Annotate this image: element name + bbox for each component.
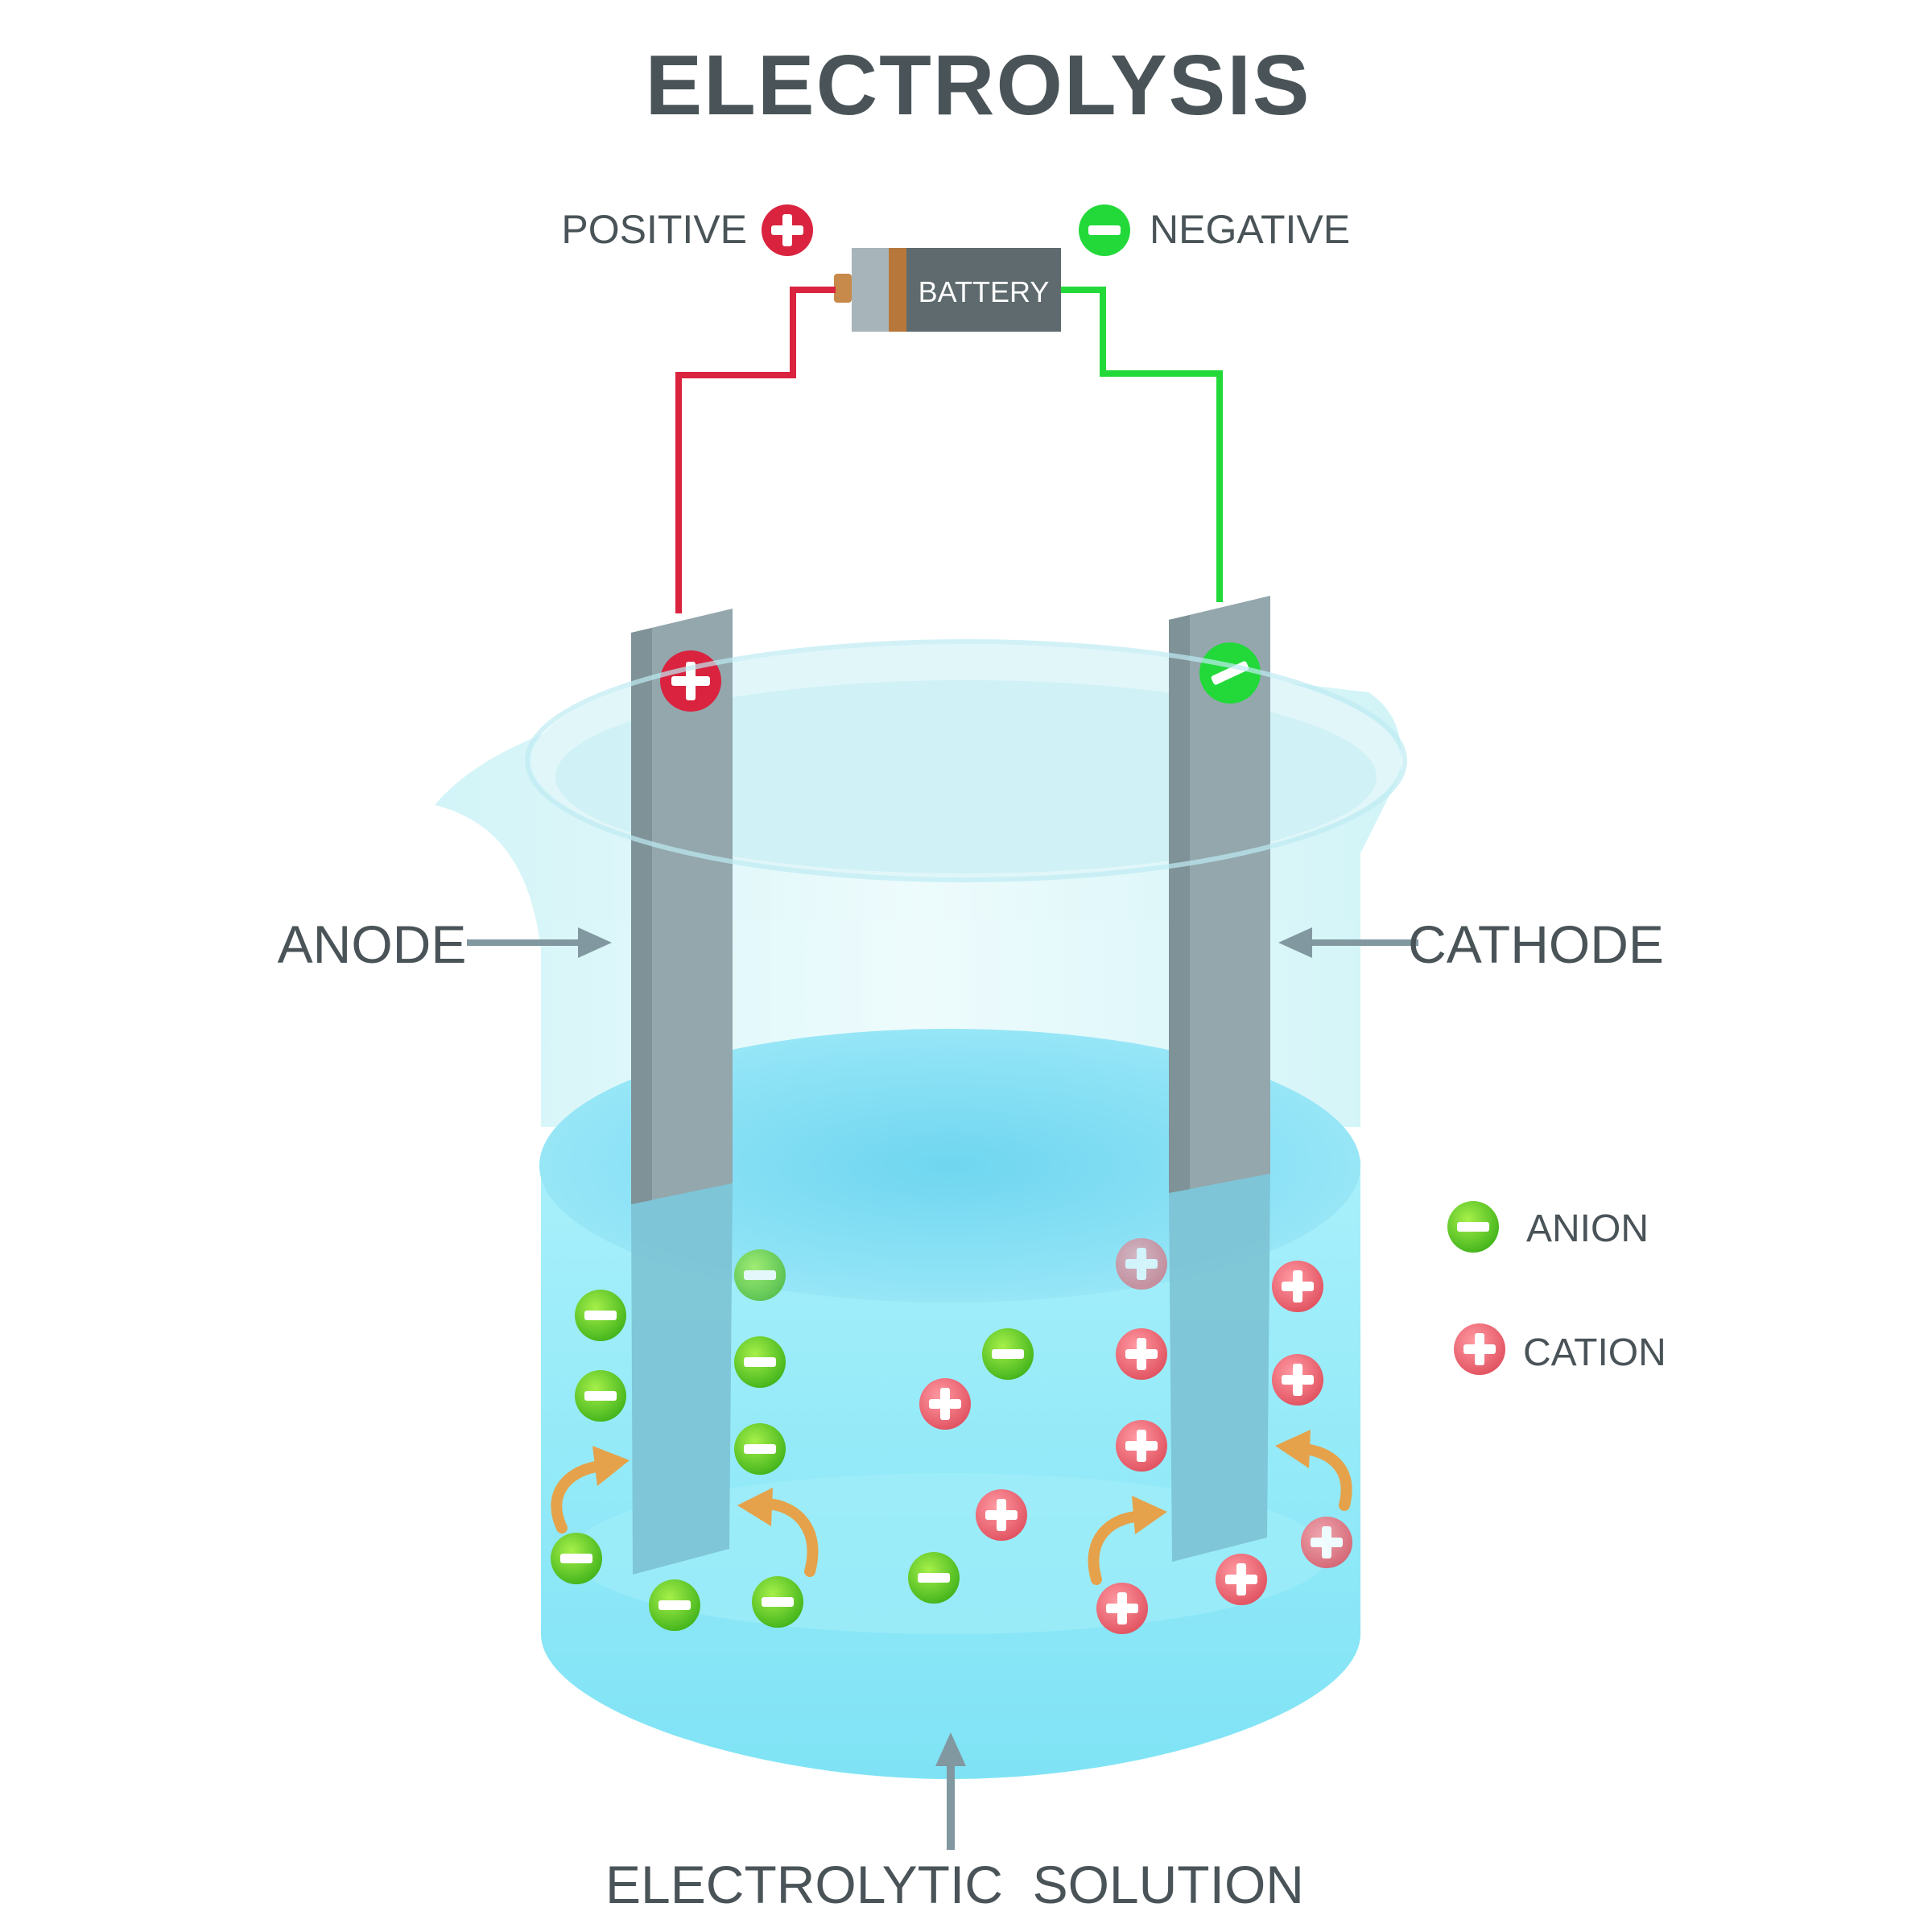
cation-icon	[1272, 1261, 1323, 1312]
anode-electrode	[631, 609, 733, 1575]
cathode-label: CATHODE	[1408, 914, 1664, 974]
arrow-left-icon	[1278, 927, 1418, 958]
anode-label: ANODE	[278, 914, 467, 974]
arrow-right-icon	[467, 927, 612, 958]
cation-icon	[976, 1489, 1027, 1541]
cation-icon	[1116, 1328, 1167, 1380]
anion-icon	[734, 1423, 786, 1475]
anode-plus-icon	[660, 650, 721, 712]
positive-terminal-icon	[762, 204, 813, 256]
anion-icon	[649, 1579, 700, 1631]
anion-icon	[982, 1328, 1034, 1380]
curved-arrow-icon	[1300, 1443, 1352, 1511]
curved-arrow-icon	[761, 1498, 819, 1577]
anion-icon	[734, 1336, 786, 1388]
cation-icon	[1272, 1354, 1323, 1406]
negative-label: NEGATIVE	[1150, 207, 1350, 252]
curved-arrow-head	[1132, 1496, 1167, 1534]
legend-cation-icon	[1454, 1323, 1505, 1375]
cation-icon	[1096, 1583, 1148, 1634]
curved-arrow-head	[1275, 1430, 1311, 1468]
anion-icon	[575, 1370, 626, 1422]
legend-anion-icon	[1447, 1201, 1499, 1253]
arrow-up-icon	[935, 1732, 966, 1850]
battery-label: BATTERY	[919, 275, 1050, 308]
positive-label: POSITIVE	[561, 207, 747, 252]
cathode-minus-icon	[1199, 642, 1261, 704]
anion-icon	[551, 1533, 602, 1584]
curved-arrow-icon	[551, 1461, 601, 1534]
diagram-title: ELECTROLYSIS	[645, 38, 1311, 133]
cation-icon	[1301, 1517, 1352, 1568]
anion-icon	[752, 1576, 803, 1628]
negative-terminal-icon	[1079, 204, 1130, 256]
anion-icon	[575, 1290, 626, 1341]
negative-wire	[1061, 287, 1223, 602]
cathode-electrode	[1169, 596, 1270, 1562]
positive-wire	[675, 287, 836, 613]
legend-anion-label: ANION	[1526, 1208, 1649, 1250]
electrolytic-solution-label: ELECTROLYTIC SOLUTION	[605, 1855, 1304, 1914]
cation-icon	[1116, 1238, 1167, 1290]
cation-icon	[1116, 1420, 1167, 1472]
battery-icon	[834, 248, 1061, 332]
anion-icon	[734, 1249, 786, 1301]
anion-icon	[908, 1552, 960, 1604]
cation-group	[919, 1238, 1352, 1634]
legend-cation-label: CATION	[1523, 1331, 1666, 1374]
curved-arrow-head	[592, 1446, 630, 1486]
anion-group	[551, 1249, 1034, 1631]
curved-arrow-icon	[1088, 1511, 1141, 1585]
cation-icon	[919, 1378, 971, 1430]
beaker-rim	[525, 639, 1407, 882]
curved-arrow-head	[737, 1488, 773, 1526]
cation-icon	[1216, 1554, 1267, 1605]
